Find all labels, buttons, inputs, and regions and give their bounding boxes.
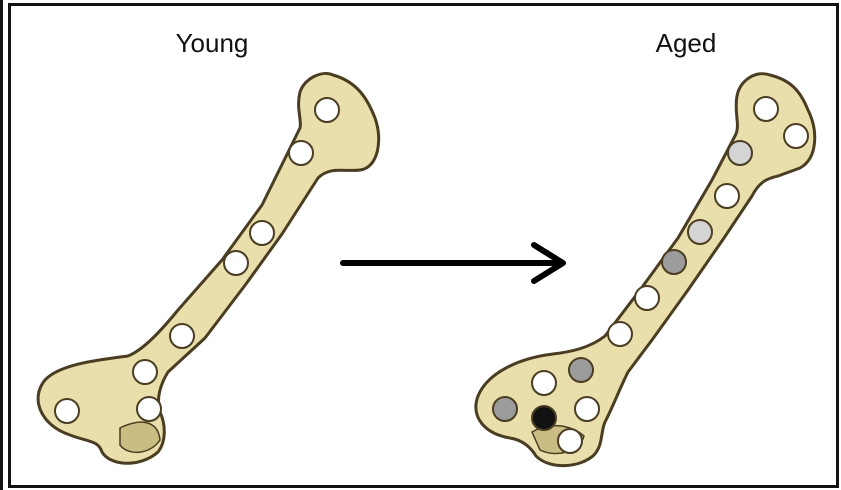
- aged-marker-5: [688, 220, 712, 244]
- aged-marker-10: [569, 358, 593, 382]
- aged-marker-9: [532, 371, 556, 395]
- young-bone: [38, 74, 379, 464]
- young-marker-7: [55, 399, 79, 423]
- aged-marker-12: [558, 429, 582, 453]
- aged-marker-11: [575, 397, 599, 421]
- aged-marker-7: [635, 286, 659, 310]
- young-marker-6: [133, 360, 157, 384]
- aged-marker-3: [728, 141, 752, 165]
- young-bone-shape: [38, 74, 379, 464]
- aged-bone-shape: [476, 74, 815, 466]
- young-marker-2: [289, 141, 313, 165]
- young-label: Young: [176, 28, 249, 58]
- aged-marker-14: [493, 397, 517, 421]
- aged-label: Aged: [656, 28, 717, 58]
- aged-marker-4: [715, 184, 739, 208]
- aged-marker-2: [784, 124, 808, 148]
- aged-marker-8: [608, 322, 632, 346]
- young-marker-3: [250, 221, 274, 245]
- aged-marker-1: [754, 97, 778, 121]
- young-marker-1: [315, 98, 339, 122]
- transition-arrow: [343, 245, 563, 281]
- aged-marker-6: [662, 250, 686, 274]
- aged-marker-13: [532, 406, 556, 430]
- young-marker-8: [137, 397, 161, 421]
- young-marker-5: [170, 324, 194, 348]
- aged-bone: [476, 74, 815, 466]
- young-marker-4: [224, 251, 248, 275]
